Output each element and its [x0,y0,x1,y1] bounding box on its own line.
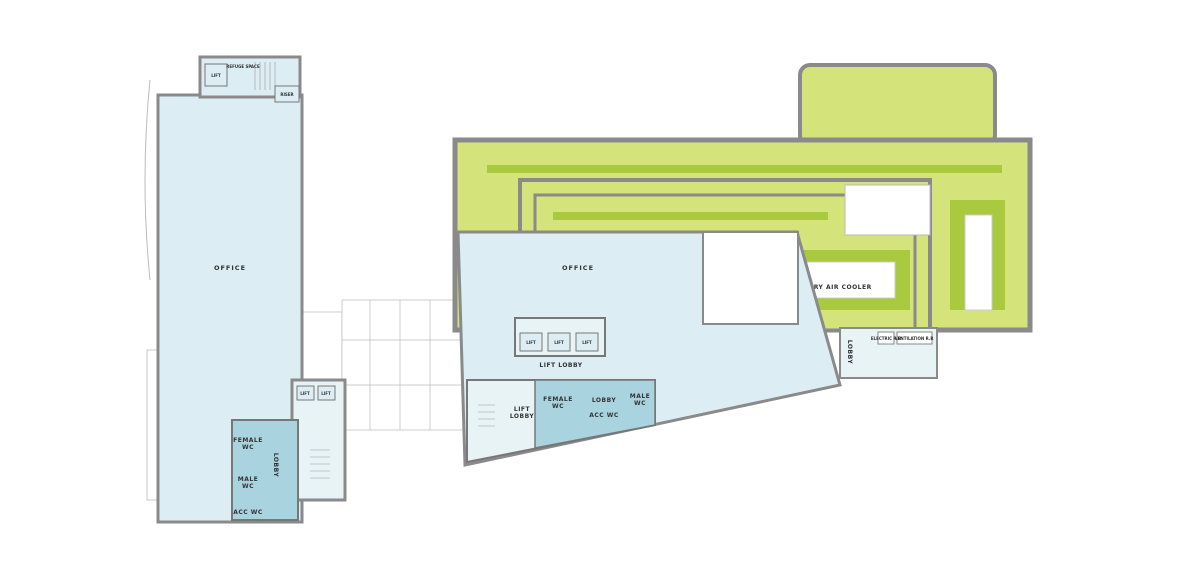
lift-left-top [204,63,228,87]
lift-label: LIFT [554,340,564,345]
female-wc-label: WC [242,444,254,451]
ventilation-room-label: VENTILATION R.R [895,336,934,341]
wet-core-left [231,419,299,521]
lift-lobby-small-label: LOBBY [510,413,535,420]
lift-lobby-small-label: LIFT [514,406,531,413]
electric-room-label: ELECTRIC R.R [871,336,901,341]
acc-wc-label: ACC WC [233,509,263,516]
lift-label: LIFT [321,391,331,396]
roof-lobby-label: LOBBY [846,340,853,365]
female-wc-label: FEMALE [233,437,263,444]
riser-label: RISER [280,92,293,97]
lift-lobby-label: LIFT LOBBY [539,362,582,369]
right-building: LIFT LIFT LIFT OFFICE LIFT LOBBY LIFT LO… [456,230,842,467]
lift-label: LIFT [211,73,221,78]
female-wc-label: WC [552,403,564,410]
male-wc-label: WC [634,400,646,407]
terrace [301,299,468,431]
acc-wc-label: ACC WC [589,412,619,419]
lift-label: LIFT [582,340,592,345]
female-wc-label: FEMALE [543,396,573,403]
office-label-left: OFFICE [214,264,246,272]
lobby-label: LOBBY [272,453,279,478]
male-wc-label: WC [242,483,254,490]
left-building: OFFICE LIFT REFUGE SPACE RISER LIFT LIFT… [144,55,347,524]
male-wc-label: MALE [630,393,651,400]
wet-core-right [534,379,656,449]
lift-label: LIFT [526,340,536,345]
office-label-right: OFFICE [562,264,594,272]
dry-air-cooler-label: DRY AIR COOLER [808,284,871,291]
refuge-space-label: REFUGE SPACE [226,64,260,69]
lobby-label: LOBBY [592,397,617,404]
lift-label: LIFT [300,391,310,396]
male-wc-label: MALE [238,476,259,483]
